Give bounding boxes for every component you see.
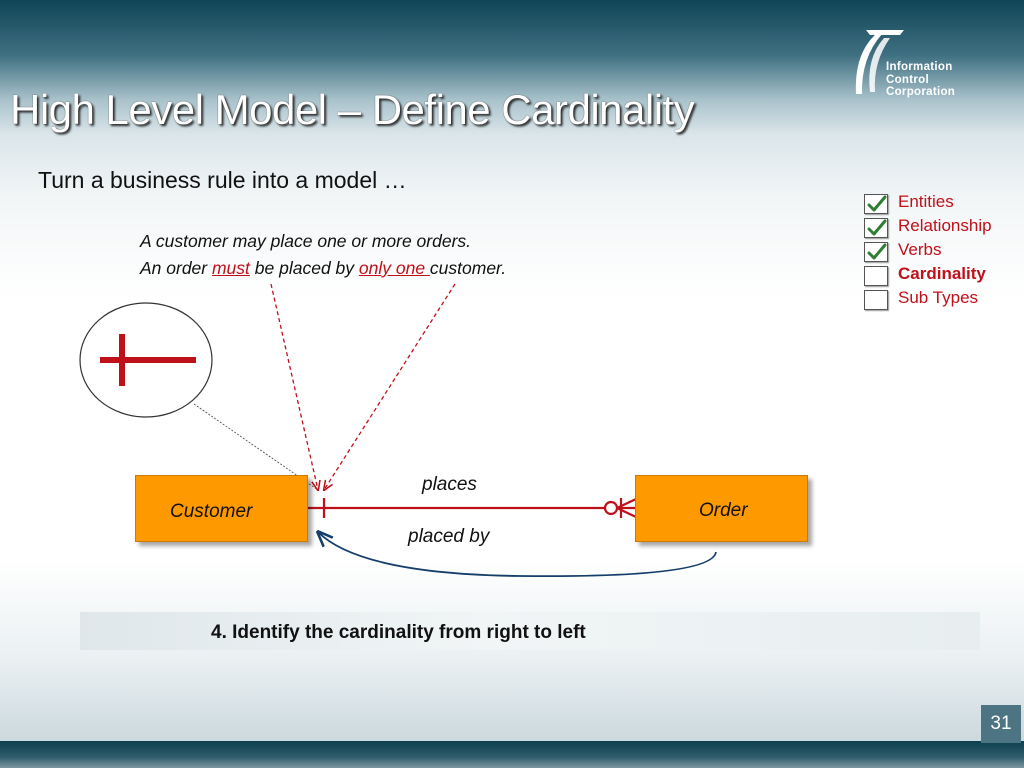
logo-line: Control (886, 73, 929, 86)
rule-pointers (270, 283, 456, 490)
entity-name: Customer (170, 501, 253, 522)
checkbox (864, 218, 888, 238)
relationship-verb-forward: places (422, 474, 477, 495)
relationship-verb-backward: placed by (408, 526, 490, 547)
checklist-label: Sub Types (898, 288, 979, 307)
checklist-label: Verbs (898, 240, 942, 259)
checkmark-icon (867, 219, 887, 236)
rule-text: An order (140, 258, 212, 278)
cardinality-zero-circle (603, 500, 619, 516)
checklist-label: Cardinality (898, 264, 986, 283)
pointer-must (270, 283, 318, 490)
checkmark-icon (867, 195, 887, 212)
checkbox (864, 266, 888, 286)
business-rule-line-1: A customer may place one or more orders. (140, 231, 472, 251)
logo-text: Information Control Corporation (886, 61, 955, 99)
entity-order[interactable]: Order (635, 475, 808, 542)
rule-text: be placed by (249, 258, 359, 278)
pointer-only-one (324, 283, 456, 490)
relationship-line (307, 498, 637, 518)
checklist-label: Relationship (898, 216, 992, 235)
checkbox (864, 290, 888, 310)
direction-arrow (318, 532, 717, 578)
slide-title: High Level Model – Define Cardinality (10, 86, 695, 133)
checkbox (864, 242, 888, 262)
logo-line: Information (886, 61, 953, 73)
logo-line: Corporation (886, 86, 956, 98)
footer-bar (0, 741, 1024, 768)
entity-customer[interactable]: Customer (135, 475, 308, 542)
magnifier-callout (79, 302, 319, 491)
instruction-text: 4. Identify the cardinality from right t… (211, 622, 586, 643)
company-logo-icon (855, 30, 904, 94)
cardinality-crowfoot-icon (616, 498, 637, 509)
checklist-label: Entities (898, 192, 954, 211)
rule-keyword-must: must (211, 258, 250, 278)
slide-subtitle: Turn a business rule into a model … (38, 167, 407, 193)
business-rule-line-2: An order must be placed by only one cust… (140, 258, 506, 279)
page-number: 31 (981, 705, 1021, 743)
checkmark-icon (867, 243, 887, 260)
entity-name: Order (699, 500, 748, 521)
callout-connector (193, 403, 319, 491)
rule-text: customer. (429, 258, 507, 278)
instruction-banner (80, 612, 980, 650)
checkbox (864, 194, 888, 214)
rule-keyword-only-one: only one (358, 258, 430, 278)
